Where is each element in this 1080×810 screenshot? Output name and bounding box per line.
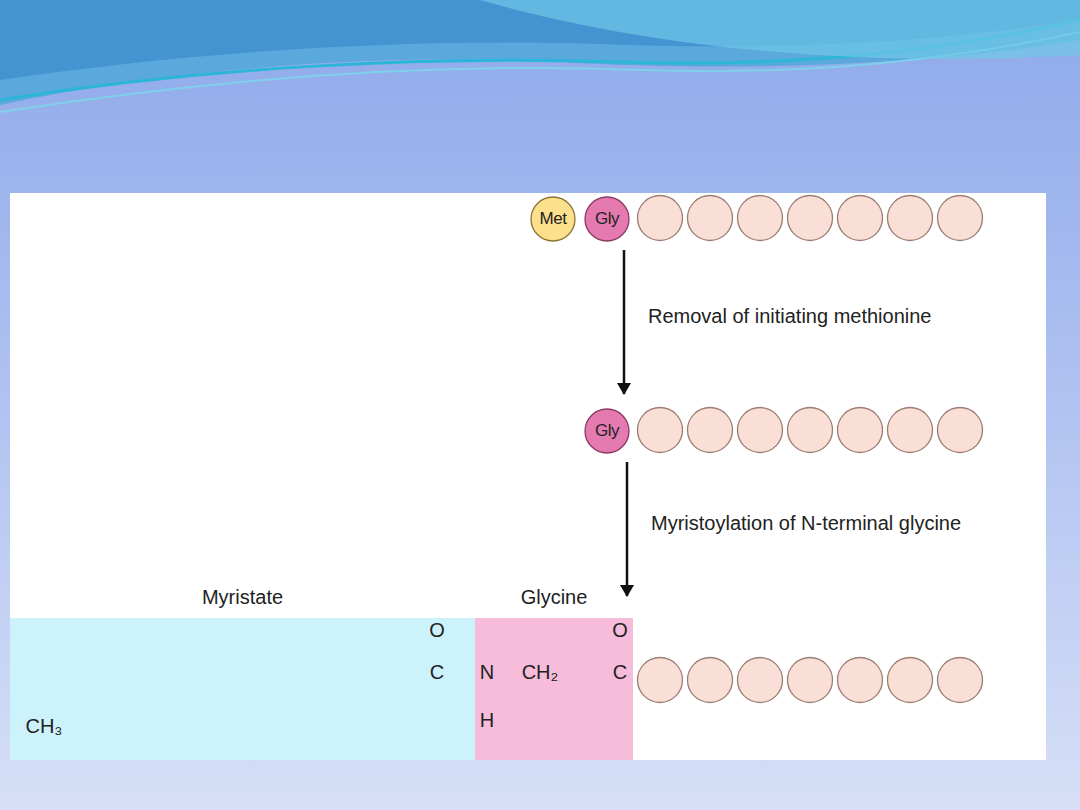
- myristate-band: Myristate: [10, 618, 475, 760]
- amino-acid-bead: [888, 408, 933, 453]
- amino-acid-bead: [838, 196, 883, 241]
- amino-acid-bead: [788, 408, 833, 453]
- atom-label: O: [612, 620, 628, 640]
- amino-acid-bead: [888, 658, 933, 703]
- residue-name: Met: [530, 196, 576, 242]
- amino-acid-bead: [938, 408, 983, 453]
- glycine-circle: Gly: [584, 408, 630, 454]
- amino-acid-bead: [638, 196, 683, 241]
- glycine-circle: Gly: [584, 196, 630, 242]
- amino-acid-bead: [638, 658, 683, 703]
- reaction-arrow: [626, 462, 629, 596]
- amino-acid-bead: [838, 408, 883, 453]
- amino-acid-bead: [938, 196, 983, 241]
- amino-acid-bead: [788, 196, 833, 241]
- amino-acid-bead: [688, 658, 733, 703]
- group-label: CH₃: [25, 716, 62, 736]
- residue-name: Gly: [584, 408, 630, 454]
- amino-acid-bead: [738, 196, 783, 241]
- amino-acid-bead: [688, 196, 733, 241]
- methionine-circle: Met: [530, 196, 576, 242]
- amino-acid-bead: [888, 196, 933, 241]
- header-wave: [0, 0, 1080, 140]
- region-heading: Myristate: [10, 586, 475, 609]
- atom-label: C: [430, 662, 444, 682]
- step-label: Removal of initiating methionine: [646, 305, 934, 328]
- residue-name: Gly: [584, 196, 630, 242]
- region-heading: Glycine: [475, 586, 633, 609]
- amino-acid-bead: [738, 658, 783, 703]
- amino-acid-bead: [838, 658, 883, 703]
- atom-label: O: [429, 620, 445, 640]
- atom-label: H: [480, 710, 494, 730]
- step-label: Myristoylation of N-terminal glycine: [649, 512, 963, 535]
- glycine-band: Glycine: [475, 618, 633, 760]
- amino-acid-bead: [738, 408, 783, 453]
- atom-label: N: [480, 662, 494, 682]
- atom-label: C: [613, 662, 627, 682]
- amino-acid-bead: [938, 658, 983, 703]
- amino-acid-bead: [638, 408, 683, 453]
- amino-acid-bead: [688, 408, 733, 453]
- group-label: CH₂: [522, 662, 559, 682]
- amino-acid-bead: [788, 658, 833, 703]
- reaction-arrow: [623, 250, 626, 394]
